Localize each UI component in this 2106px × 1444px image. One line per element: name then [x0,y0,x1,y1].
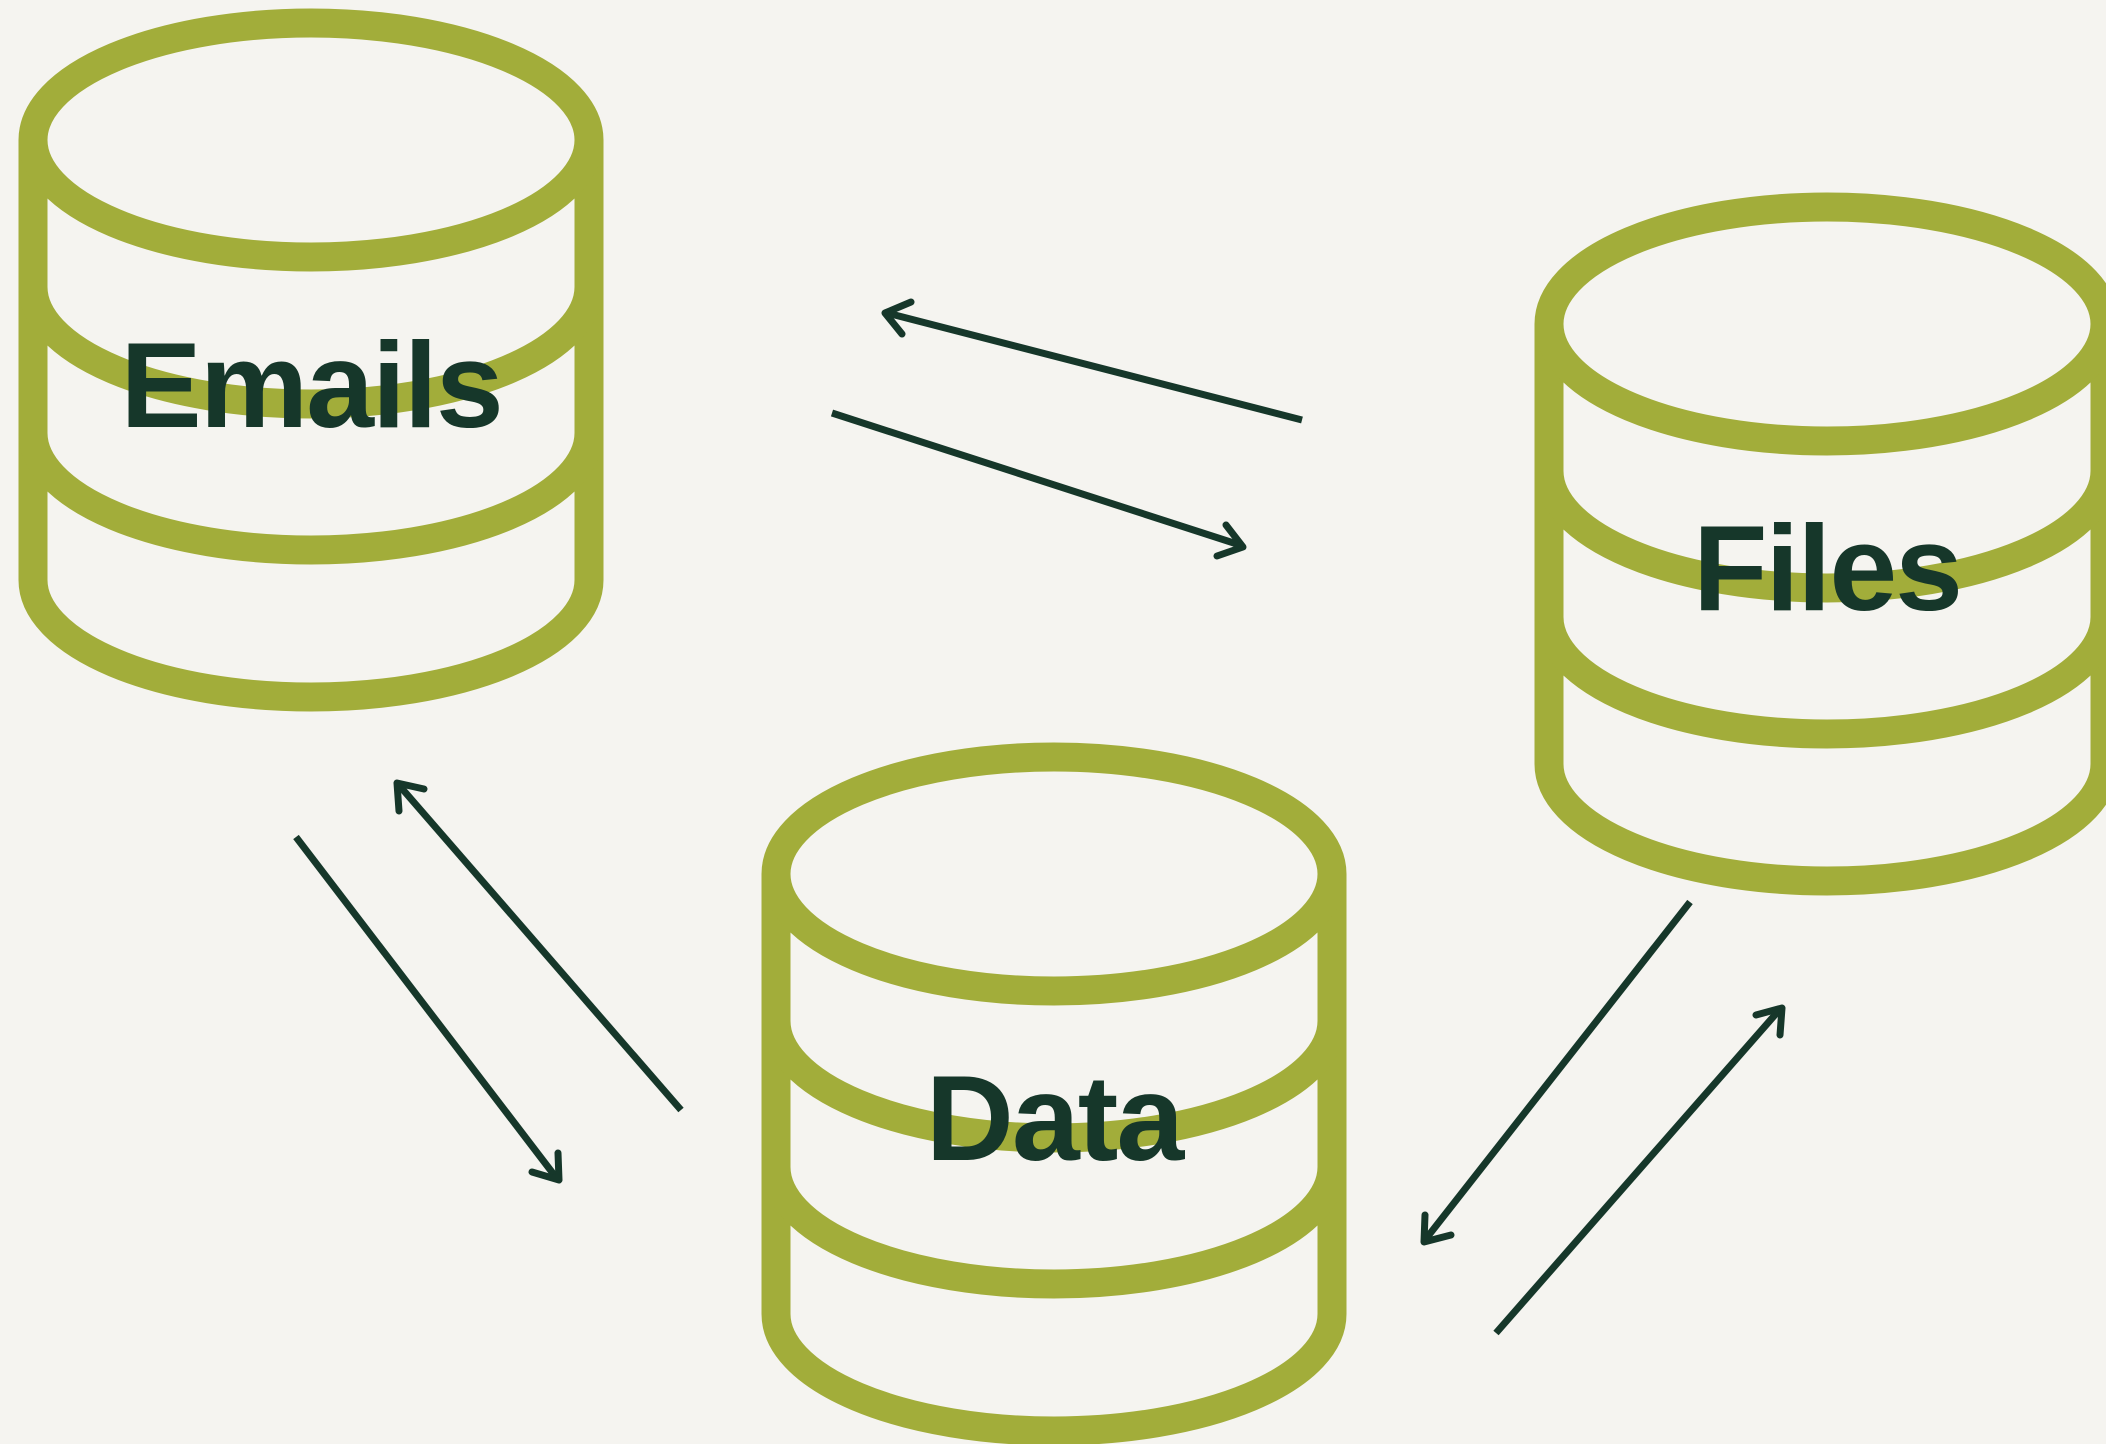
files-database-body [1534,324,2106,896]
data-database-body [761,874,1347,1444]
arrow-files-to-data [1420,899,1693,1246]
emails-database-band-2 [18,432,604,565]
files-database-top [1534,192,2106,456]
emails-label: Emails [120,317,501,453]
files-database[interactable]: Files [1534,192,2106,896]
arrow-data-to-emails [393,779,684,1113]
arrow-data-to-files [1493,1004,1786,1336]
arrow-emails-to-data [293,834,563,1184]
files-database-band-2 [1534,616,2106,749]
data-label: Data [926,1050,1186,1186]
arrow-emails-to-files [830,409,1247,560]
emails-database-body [18,140,604,712]
emails-database[interactable]: Emails [18,8,604,712]
data-database[interactable]: Data [761,742,1347,1444]
emails-database-top [18,8,604,272]
files-database-band-1 [1534,470,2106,603]
data-database-band-2 [761,1166,1347,1299]
emails-database-band-1 [18,286,604,419]
data-database-top [761,742,1347,1006]
data-database-band-1 [761,1020,1347,1153]
arrow-files-to-emails [881,298,1303,424]
files-label: Files [1693,500,1961,636]
